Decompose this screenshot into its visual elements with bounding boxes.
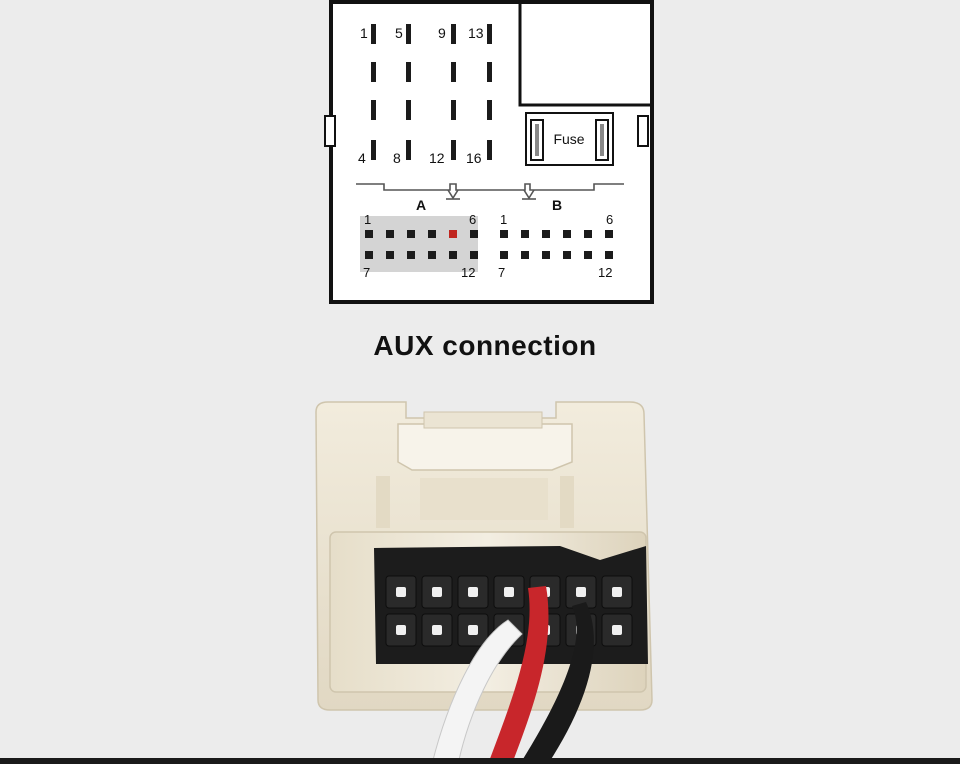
upper-pin-2 <box>371 62 376 82</box>
block-b-pin-10 <box>563 251 571 259</box>
block-b-label-6: 6 <box>606 212 613 227</box>
block-b-pin-8 <box>521 251 529 259</box>
fuse-label: Fuse <box>553 131 584 147</box>
socket-hole <box>432 625 442 635</box>
block-a-area <box>360 216 478 272</box>
pinout-top-right-cell <box>518 0 654 107</box>
block-b-pin-3 <box>542 230 550 238</box>
connector-latch <box>397 423 573 471</box>
upper-pin-14 <box>487 62 492 82</box>
pin-label-12: 12 <box>429 150 445 166</box>
right-latch <box>637 115 649 147</box>
socket-hole <box>504 587 514 597</box>
wire-white <box>431 619 523 764</box>
pin-label-1: 1 <box>360 25 368 41</box>
block-a-label-12: 12 <box>461 265 475 280</box>
block-a-label-7: 7 <box>363 265 370 280</box>
block-b-pin-9 <box>542 251 550 259</box>
socket-hole <box>612 625 622 635</box>
block-b-label-1: 1 <box>500 212 507 227</box>
block-a-pin-7 <box>365 251 373 259</box>
upper-pin-9 <box>451 24 456 44</box>
aux-connection-caption: AUX connection <box>373 330 597 361</box>
bottom-border <box>0 758 960 764</box>
block-a-pin-1 <box>365 230 373 238</box>
block-b-pin-12 <box>605 251 613 259</box>
upper-pin-16 <box>487 140 492 160</box>
upper-pin-12 <box>451 140 456 160</box>
block-a-pin-4 <box>428 230 436 238</box>
pin-label-9: 9 <box>438 25 446 41</box>
connector-rib-left <box>376 476 390 528</box>
divider-notch-b <box>523 189 535 200</box>
fuse-right-blade <box>600 124 604 156</box>
block-a-pin-8 <box>386 251 394 259</box>
block-b-pin-1 <box>500 230 508 238</box>
fuse: Fuse <box>525 112 614 166</box>
block-a-pin-10 <box>428 251 436 259</box>
block-a-pin-9 <box>407 251 415 259</box>
socket-hole <box>468 587 478 597</box>
upper-pin-block <box>371 24 492 160</box>
upper-pin-8 <box>406 140 411 160</box>
socket-hole <box>612 587 622 597</box>
block-divider-rail <box>356 183 624 200</box>
upper-pin-labels: 1 5 9 13 4 8 12 16 <box>358 25 484 166</box>
upper-pin-1 <box>371 24 376 44</box>
block-a-letter: A <box>416 197 426 213</box>
upper-pin-15 <box>487 100 492 120</box>
block-a-label-6: 6 <box>469 212 476 227</box>
block-pins <box>365 230 613 259</box>
upper-pin-10 <box>451 62 456 82</box>
upper-pin-5 <box>406 24 411 44</box>
pin-label-16: 16 <box>466 150 482 166</box>
block-b-pin-2 <box>521 230 529 238</box>
block-a-pin-11 <box>449 251 457 259</box>
aux-connector-photo <box>315 401 653 764</box>
block-b-pin-11 <box>584 251 592 259</box>
block-a-pin-12 <box>470 251 478 259</box>
connector-rib-right <box>560 476 574 528</box>
pin-label-5: 5 <box>395 25 403 41</box>
socket-hole <box>396 625 406 635</box>
upper-pin-3 <box>371 100 376 120</box>
block-b-pin-6 <box>605 230 613 238</box>
block-a-pin-6 <box>470 230 478 238</box>
wire-red <box>488 586 549 764</box>
block-a-pin-3 <box>407 230 415 238</box>
block-a-pin-5 <box>449 230 457 238</box>
fuse-left-blade <box>535 124 539 156</box>
divider-line <box>356 183 624 191</box>
upper-pin-7 <box>406 100 411 120</box>
socket-hole <box>396 587 406 597</box>
socket-hole <box>468 625 478 635</box>
pin-label-8: 8 <box>393 150 401 166</box>
block-b-pin-4 <box>563 230 571 238</box>
socket-hole <box>432 587 442 597</box>
connector-latch-tab <box>423 411 543 429</box>
pin-label-4: 4 <box>358 150 366 166</box>
connector-inner-wall <box>420 478 548 520</box>
upper-pin-6 <box>406 62 411 82</box>
block-b-letter: B <box>552 197 562 213</box>
upper-pin-4 <box>371 140 376 160</box>
block-b-label-7: 7 <box>498 265 505 280</box>
pin-label-13: 13 <box>468 25 484 41</box>
divider-notch-a <box>447 189 459 200</box>
block-b-label-12: 12 <box>598 265 612 280</box>
socket-hole <box>576 587 586 597</box>
wire-black <box>520 602 594 764</box>
upper-pin-13 <box>487 24 492 44</box>
block-a-pin-2 <box>386 230 394 238</box>
upper-pin-11 <box>451 100 456 120</box>
block-b-pin-7 <box>500 251 508 259</box>
block-b-pin-5 <box>584 230 592 238</box>
left-latch <box>324 115 336 147</box>
block-a-label-1: 1 <box>364 212 371 227</box>
